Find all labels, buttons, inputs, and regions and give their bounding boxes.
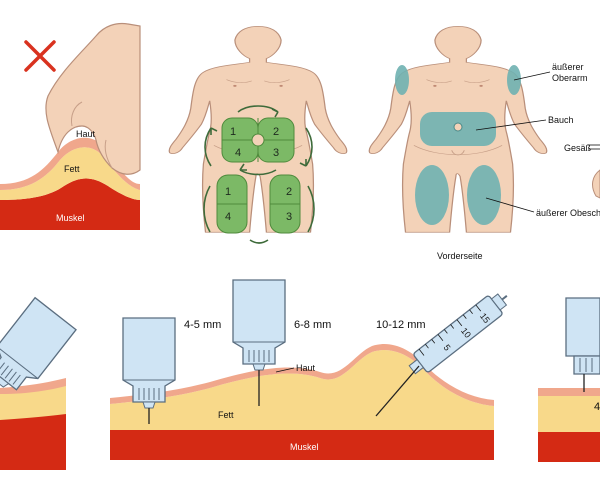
partial-right-panel: 4 — [538, 297, 600, 462]
needle-length-panel: 15 10 5 4-5 mm 6-8 mm 10-12 mm Haut Fett… — [110, 279, 508, 460]
back-figure-edge — [592, 169, 600, 199]
zone-number: 4 — [235, 147, 241, 159]
zone-number: 1 — [230, 126, 236, 138]
needle-length-label: 4-5 mm — [184, 319, 221, 331]
pinching-hand — [45, 22, 141, 175]
thigh-site — [467, 165, 501, 225]
belly-label: Bauch — [548, 115, 574, 125]
syringe-scale-label: 15 — [478, 311, 492, 325]
needle-length-label: 10-12 mm — [376, 319, 426, 331]
upper-arm-label-line2: Oberarm — [552, 73, 588, 83]
syringe-scale-label: 5 — [442, 343, 453, 353]
needle-length-label: 6-8 mm — [294, 319, 331, 331]
buttocks-label: Gesäß — [564, 143, 592, 153]
fat-label: Fett — [218, 410, 234, 420]
zone-number: 4 — [225, 211, 231, 223]
thigh-label: äußerer Obesche — [536, 208, 600, 218]
injection-sites-panel: äußerer Oberarm Bauch Gesäß äußerer Obes… — [368, 25, 600, 261]
zone-number: 2 — [286, 186, 292, 198]
syringe-scale-label: 10 — [459, 326, 473, 340]
muscle-layer — [0, 178, 140, 230]
skin-label: Haut — [296, 363, 316, 373]
navel-marker — [251, 133, 265, 147]
medium-needle-pen — [232, 279, 286, 406]
skin-label: Haut — [76, 129, 96, 139]
angled-injection-panel — [0, 297, 77, 470]
syringe: 15 10 5 — [375, 293, 508, 417]
partial-pen — [565, 297, 600, 392]
upper-arm-label-line1: äußerer — [552, 62, 584, 72]
pinch-technique-panel: Haut Fett Muskel — [0, 22, 141, 230]
zone-number: 2 — [273, 126, 279, 138]
short-needle-pen — [122, 317, 176, 424]
upper-arm-site — [395, 65, 409, 95]
thigh-site — [415, 165, 449, 225]
zone-number: 1 — [225, 186, 231, 198]
rotation-zones-panel: 1 2 4 3 1 2 4 3 — [168, 25, 348, 244]
muscle-label: Muskel — [290, 442, 319, 452]
zone-number: 3 — [286, 211, 292, 223]
muscle-layer — [110, 430, 494, 460]
wrong-technique-mark — [24, 40, 56, 72]
front-view-caption: Vorderseite — [437, 251, 483, 261]
partial-length-label: 4 — [594, 401, 600, 413]
zone-number: 3 — [273, 147, 279, 159]
rotation-arrows — [203, 105, 315, 244]
fat-label: Fett — [64, 164, 80, 174]
muscle-label: Muskel — [56, 213, 85, 223]
fat-layer — [110, 350, 494, 430]
